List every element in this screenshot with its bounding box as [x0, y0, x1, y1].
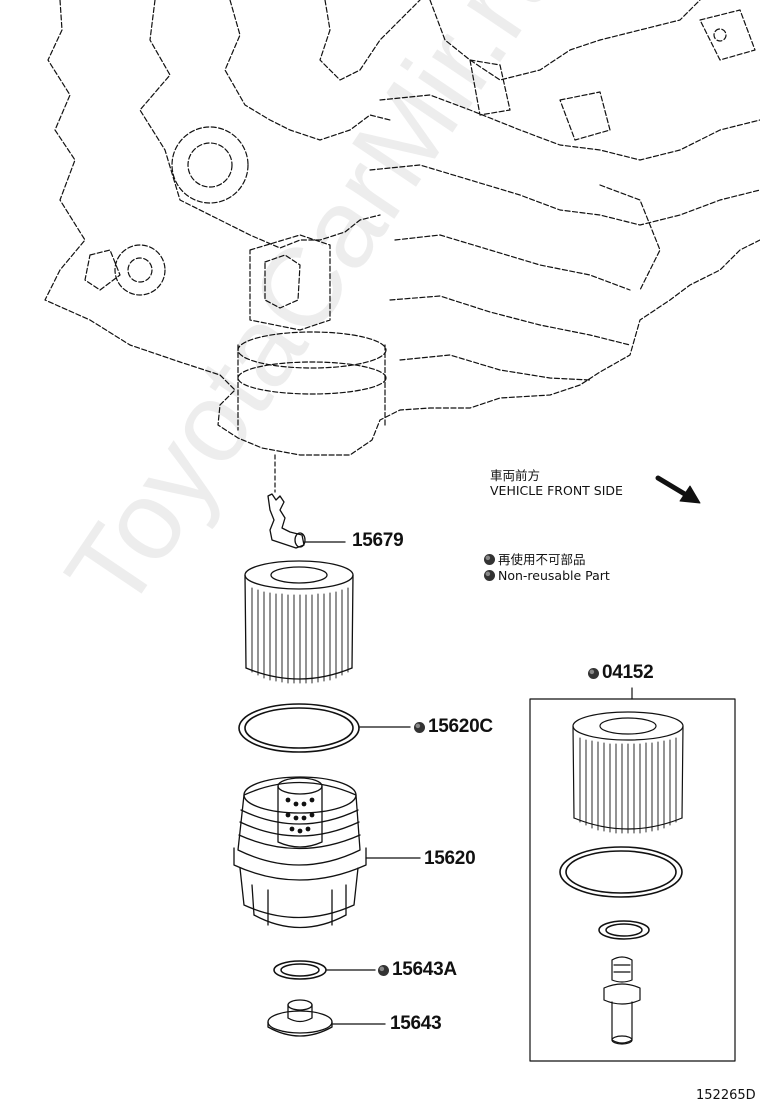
- direction-label-en: VEHICLE FRONT SIDE: [490, 483, 623, 498]
- non-reusable-marker-icon: [484, 570, 495, 581]
- part-label-15643a[interactable]: 15643A: [378, 959, 457, 981]
- non-reusable-marker-icon: [588, 668, 599, 679]
- engine-block: [44, 0, 760, 456]
- kit-box-04152: [529, 687, 736, 1062]
- direction-label-jp: 車両前方: [490, 468, 541, 483]
- part-label-15679[interactable]: 15679: [352, 530, 404, 551]
- non-reusable-marker-icon: [378, 965, 389, 976]
- oil-filter-element-drawing: [244, 560, 354, 684]
- filter-cap-15620-drawing: [233, 776, 421, 929]
- drain-plug-15643-drawing: [267, 999, 386, 1037]
- diagram-id: 152265D: [696, 1088, 756, 1103]
- part-label-15643[interactable]: 15643: [390, 1013, 442, 1034]
- part-label-04152[interactable]: 04152: [588, 662, 654, 684]
- part-label-15620[interactable]: 15620: [424, 848, 476, 869]
- oring-15620c-drawing: [238, 703, 411, 753]
- legend-jp: 再使用不可部品: [484, 549, 586, 568]
- direction-arrow-icon: [655, 475, 701, 504]
- part-15679-drawing: [267, 493, 346, 549]
- gasket-15643a-drawing: [273, 960, 376, 980]
- non-reusable-marker-icon: [484, 554, 495, 565]
- legend-en: Non-reusable Part: [484, 568, 610, 583]
- part-label-15620c[interactable]: 15620C: [414, 716, 493, 738]
- non-reusable-marker-icon: [414, 722, 425, 733]
